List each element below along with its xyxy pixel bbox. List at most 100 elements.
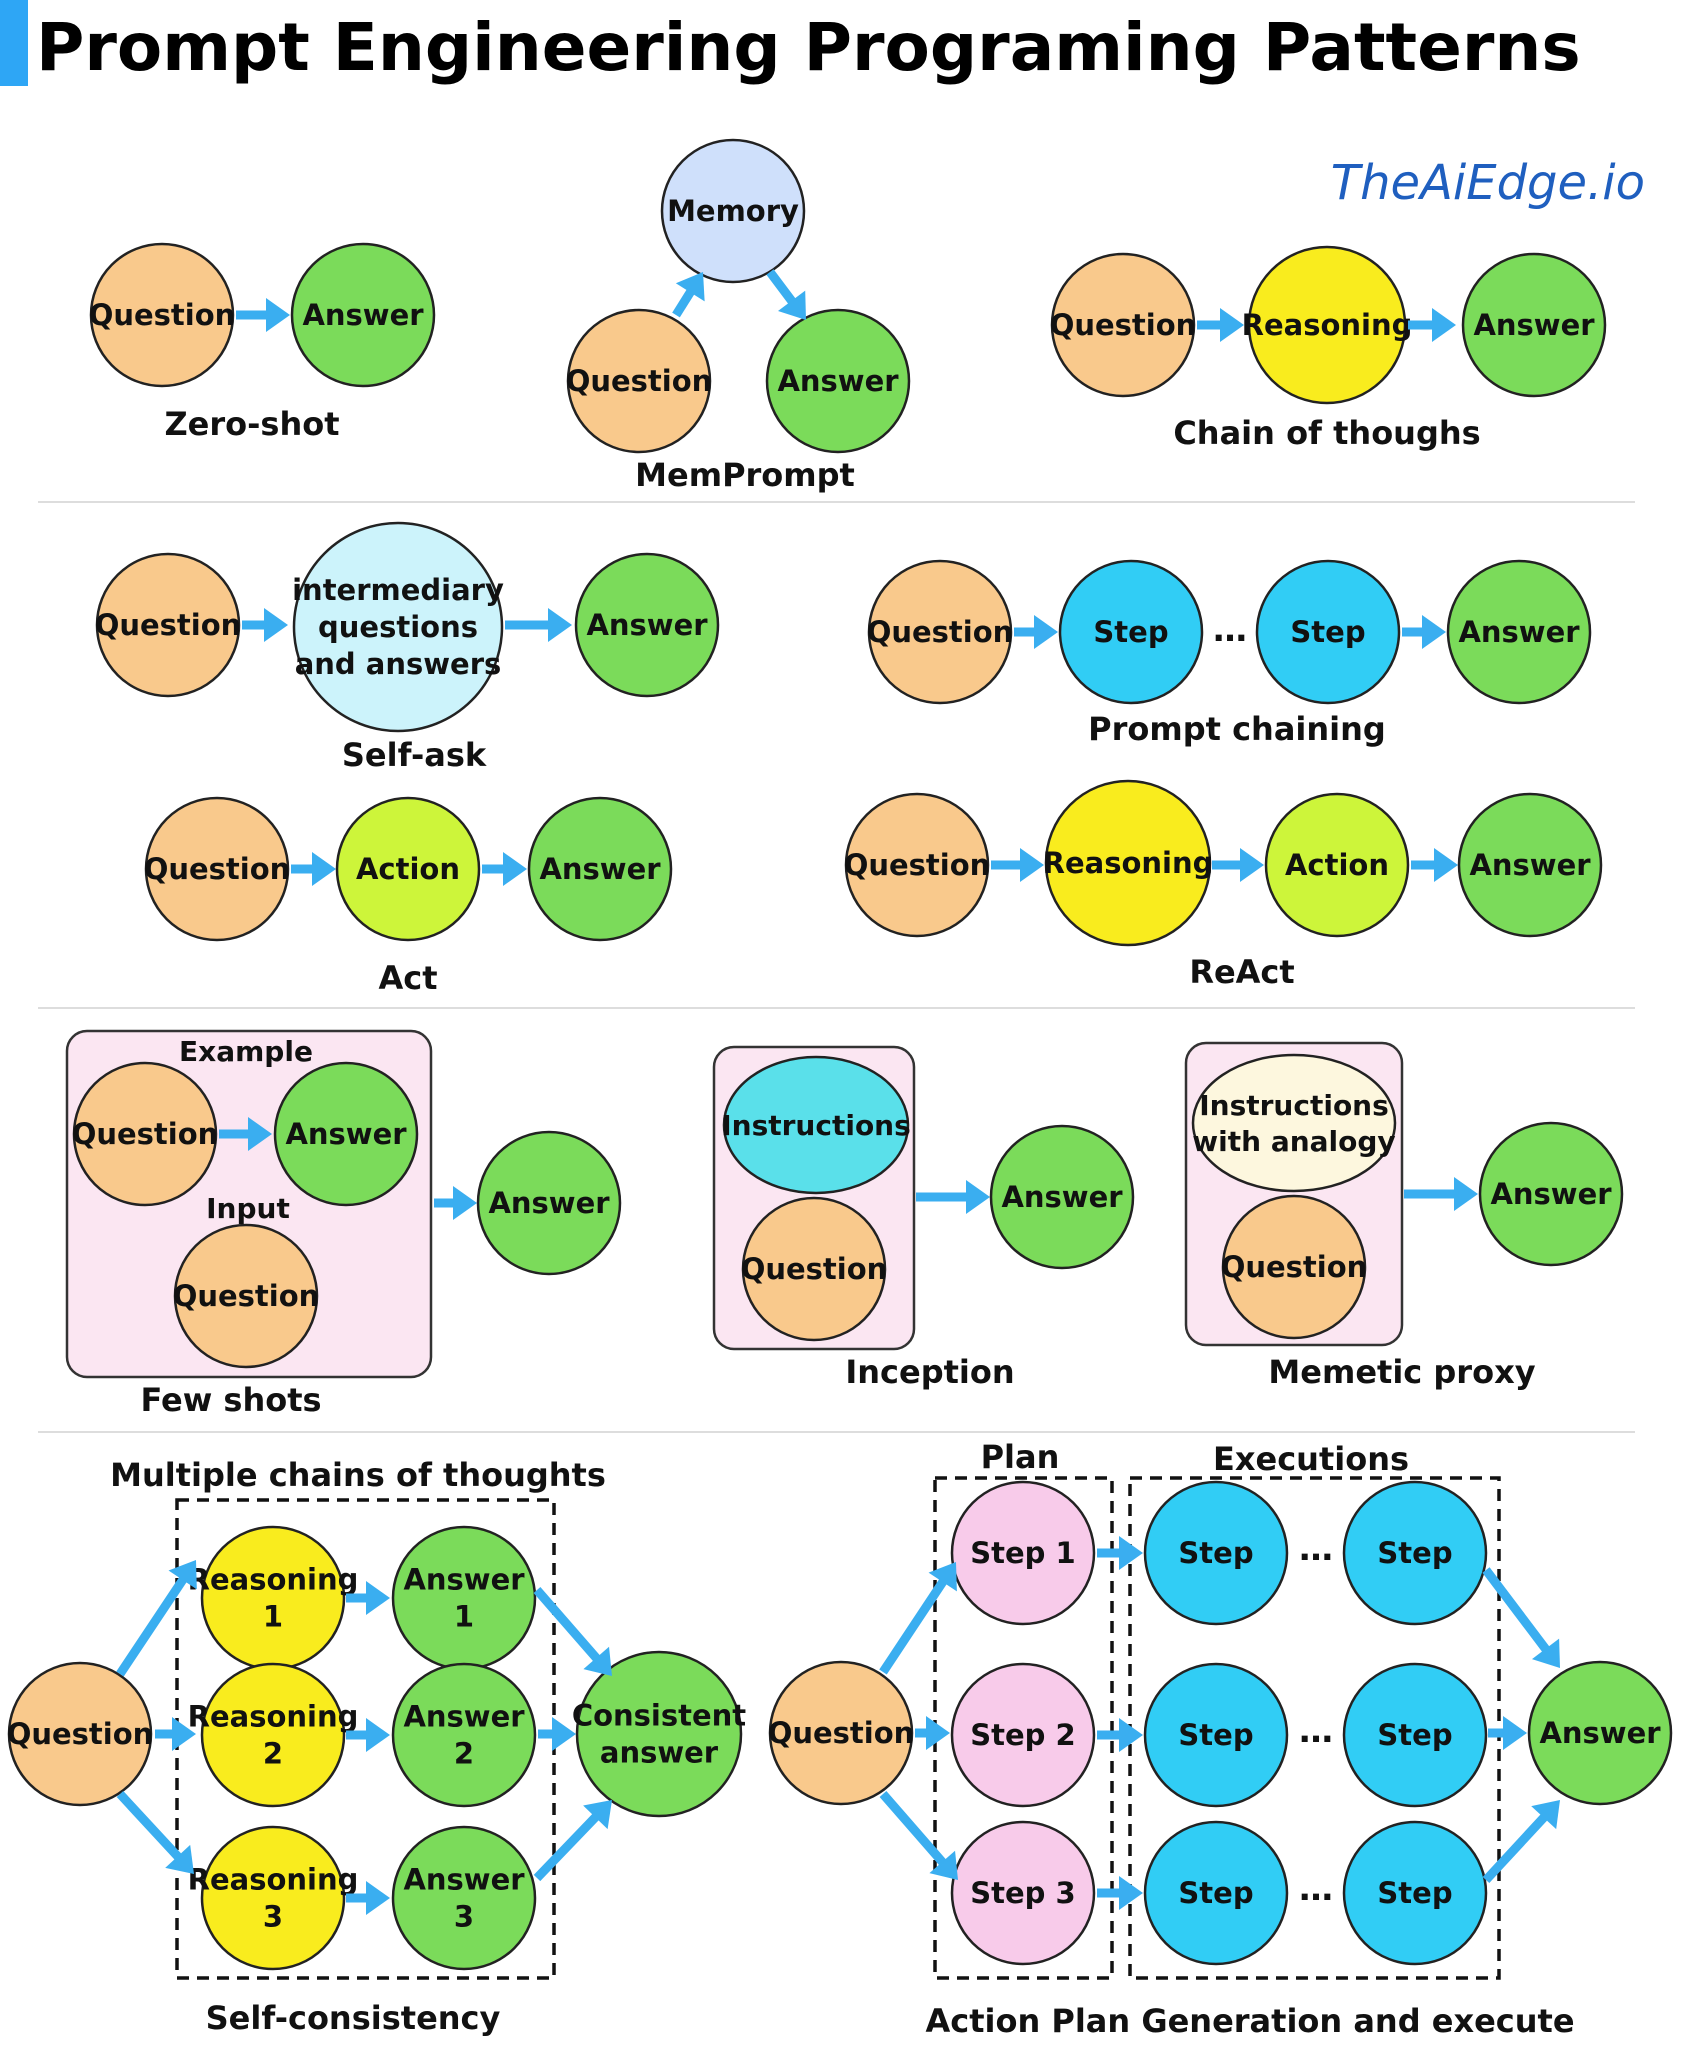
chaining-ellipsis: … — [1213, 610, 1247, 650]
selfconsistency-arrow-out-1-shaft — [533, 1587, 603, 1664]
chaining-step-1-node-circle — [1058, 559, 1204, 705]
cot-arrow-2-head — [1432, 308, 1456, 342]
fewshots-input-question-node-circle — [173, 1223, 319, 1369]
memprompt-answer-node-circle — [765, 308, 911, 454]
actionplan-exec-step-1a-node-circle — [1143, 1480, 1289, 1626]
selfconsistency-arrow-out-3-shaft — [533, 1811, 602, 1882]
chaining-answer-node-circle — [1446, 559, 1592, 705]
actionplan-exec-step-3a-node-label: Step — [1178, 1876, 1253, 1910]
fewshots-example-answer-node-circle — [273, 1061, 419, 1207]
inception-instructions-node-shape — [722, 1055, 910, 1195]
chaining-step-1-node-label: Step — [1093, 615, 1168, 649]
actionplan-caption: Action Plan Generation and execute — [925, 2002, 1574, 2040]
memprompt-arrow-to-answer — [766, 269, 806, 320]
selfconsistency-reasoning-3-node-circle — [200, 1825, 346, 1971]
react-arrow-3 — [1411, 848, 1458, 882]
selfconsistency-question-node-circle — [7, 1661, 153, 1807]
memprompt-memory-node-label: Memory — [667, 194, 799, 228]
actionplan-arrow-out-2 — [1488, 1716, 1527, 1750]
actionplan-exec-step-3a-node: Step — [1143, 1820, 1289, 1966]
fewshots-example-label: Example — [179, 1035, 313, 1068]
actionplan-exec-step-2b-node: Step — [1342, 1662, 1488, 1808]
chaining-caption: Prompt chaining — [1088, 710, 1386, 748]
act-answer-node: Answer — [527, 796, 673, 942]
react-answer-node: Answer — [1457, 792, 1603, 938]
selfconsistency-arrow-mid-1 — [346, 1581, 390, 1615]
actionplan-arrow-out-1-shaft — [1482, 1567, 1552, 1655]
react-reasoning-node: Reasoning — [1043, 779, 1213, 947]
actionplan-plan-step-3-node: Step 3 — [950, 1820, 1096, 1966]
selfask-answer-node-label: Answer — [586, 608, 708, 642]
actionplan-answer-node-circle — [1527, 1660, 1673, 1806]
chaining-step-2-node: Step — [1255, 559, 1401, 705]
react-caption: ReAct — [1189, 953, 1294, 991]
actionplan-ellipsis-2: … — [1299, 1711, 1333, 1751]
chaining-arrow-2 — [1402, 615, 1446, 649]
fewshots-input-question-node-label: Question — [173, 1279, 320, 1313]
selfconsistency-answer-3-node-circle — [391, 1825, 537, 1971]
react-arrow-1-head — [1020, 848, 1044, 882]
selfask-arrow-1 — [242, 608, 288, 642]
actionplan-ellipsis-3: … — [1299, 1869, 1333, 1909]
selfconsistency-arrow-in-3-shaft — [116, 1790, 184, 1863]
fewshots-caption: Few shots — [140, 1381, 321, 1419]
selfask-arrow-2 — [505, 608, 572, 642]
selfconsistency-arrow-out-1 — [533, 1587, 612, 1676]
selfconsistency-reasoning-2-node-circle — [200, 1662, 346, 1808]
actionplan-exec-step-1b-node: Step — [1342, 1480, 1488, 1626]
selfconsistency-question-node-label: Question — [7, 1717, 154, 1751]
actionplan-exec-step-2b-node-label: Step — [1377, 1718, 1452, 1752]
fewshots-arrow — [434, 1186, 477, 1220]
selfask-arrow-2-head — [548, 608, 572, 642]
title-accent-bar — [0, 0, 28, 86]
selfconsistency-answer-2-node-circle — [391, 1662, 537, 1808]
act-question-node-label: Question — [144, 852, 291, 886]
memprompt-memory-node: Memory — [660, 138, 806, 284]
actionplan-ellipsis-1: … — [1299, 1529, 1333, 1569]
selfconsistency-arrow-out-3-head — [583, 1800, 612, 1830]
actionplan-exec-step-2a-node-label: Step — [1178, 1718, 1253, 1752]
actionplan-exec-step-1a-node: Step — [1143, 1480, 1289, 1626]
cot-question-node-circle — [1050, 252, 1196, 398]
actionplan-arrow-out-1-head — [1531, 1638, 1560, 1668]
cot-answer-node-circle — [1461, 252, 1607, 398]
actionplan-arrow-in-2-head — [926, 1716, 950, 1750]
zeroshot-arrow — [236, 298, 290, 332]
selfconsistency-arrow-out-2 — [538, 1717, 576, 1751]
react-arrow-3-head — [1434, 848, 1458, 882]
selfconsistency-caption: Self-consistency — [206, 1999, 501, 2037]
actionplan-arrow-out-3-shaft — [1482, 1811, 1550, 1884]
react-arrow-1 — [991, 848, 1044, 882]
actionplan-plan-step-2-node: Step 2 — [950, 1662, 1096, 1808]
fewshots-example-question-node-circle — [72, 1061, 218, 1207]
actionplan-plan-step-3-node-circle — [950, 1820, 1096, 1966]
act-arrow-1 — [291, 852, 336, 886]
chaining-answer-node-label: Answer — [1458, 615, 1580, 649]
inception-instructions-node: Instructions — [721, 1055, 911, 1195]
selfconsistency-arrow-mid-3-head — [366, 1881, 390, 1915]
actionplan-arrow-to-exec-1-head — [1119, 1536, 1143, 1570]
selfconsistency-consistent-node-circle — [575, 1650, 743, 1818]
actionplan-arrow-to-exec-3 — [1097, 1876, 1143, 1910]
fewshots-input-question-node: Question — [173, 1223, 320, 1369]
actionplan-arrow-to-exec-1 — [1097, 1536, 1143, 1570]
memetic-question-node-circle — [1221, 1194, 1367, 1340]
react-reasoning-node-circle — [1044, 779, 1212, 947]
selfconsistency-arrow-in-1-shaft — [116, 1574, 189, 1677]
selfask-caption: Self-ask — [342, 736, 487, 774]
inception-question-node-circle — [741, 1196, 887, 1342]
actionplan-plan-step-2-node-label: Step 2 — [970, 1718, 1075, 1752]
chaining-arrow-2-head — [1422, 615, 1446, 649]
brand-watermark: TheAiEdge.io — [1330, 155, 1645, 211]
chaining-arrow-1-head — [1034, 615, 1058, 649]
memetic-answer-node: Answer — [1478, 1121, 1624, 1267]
